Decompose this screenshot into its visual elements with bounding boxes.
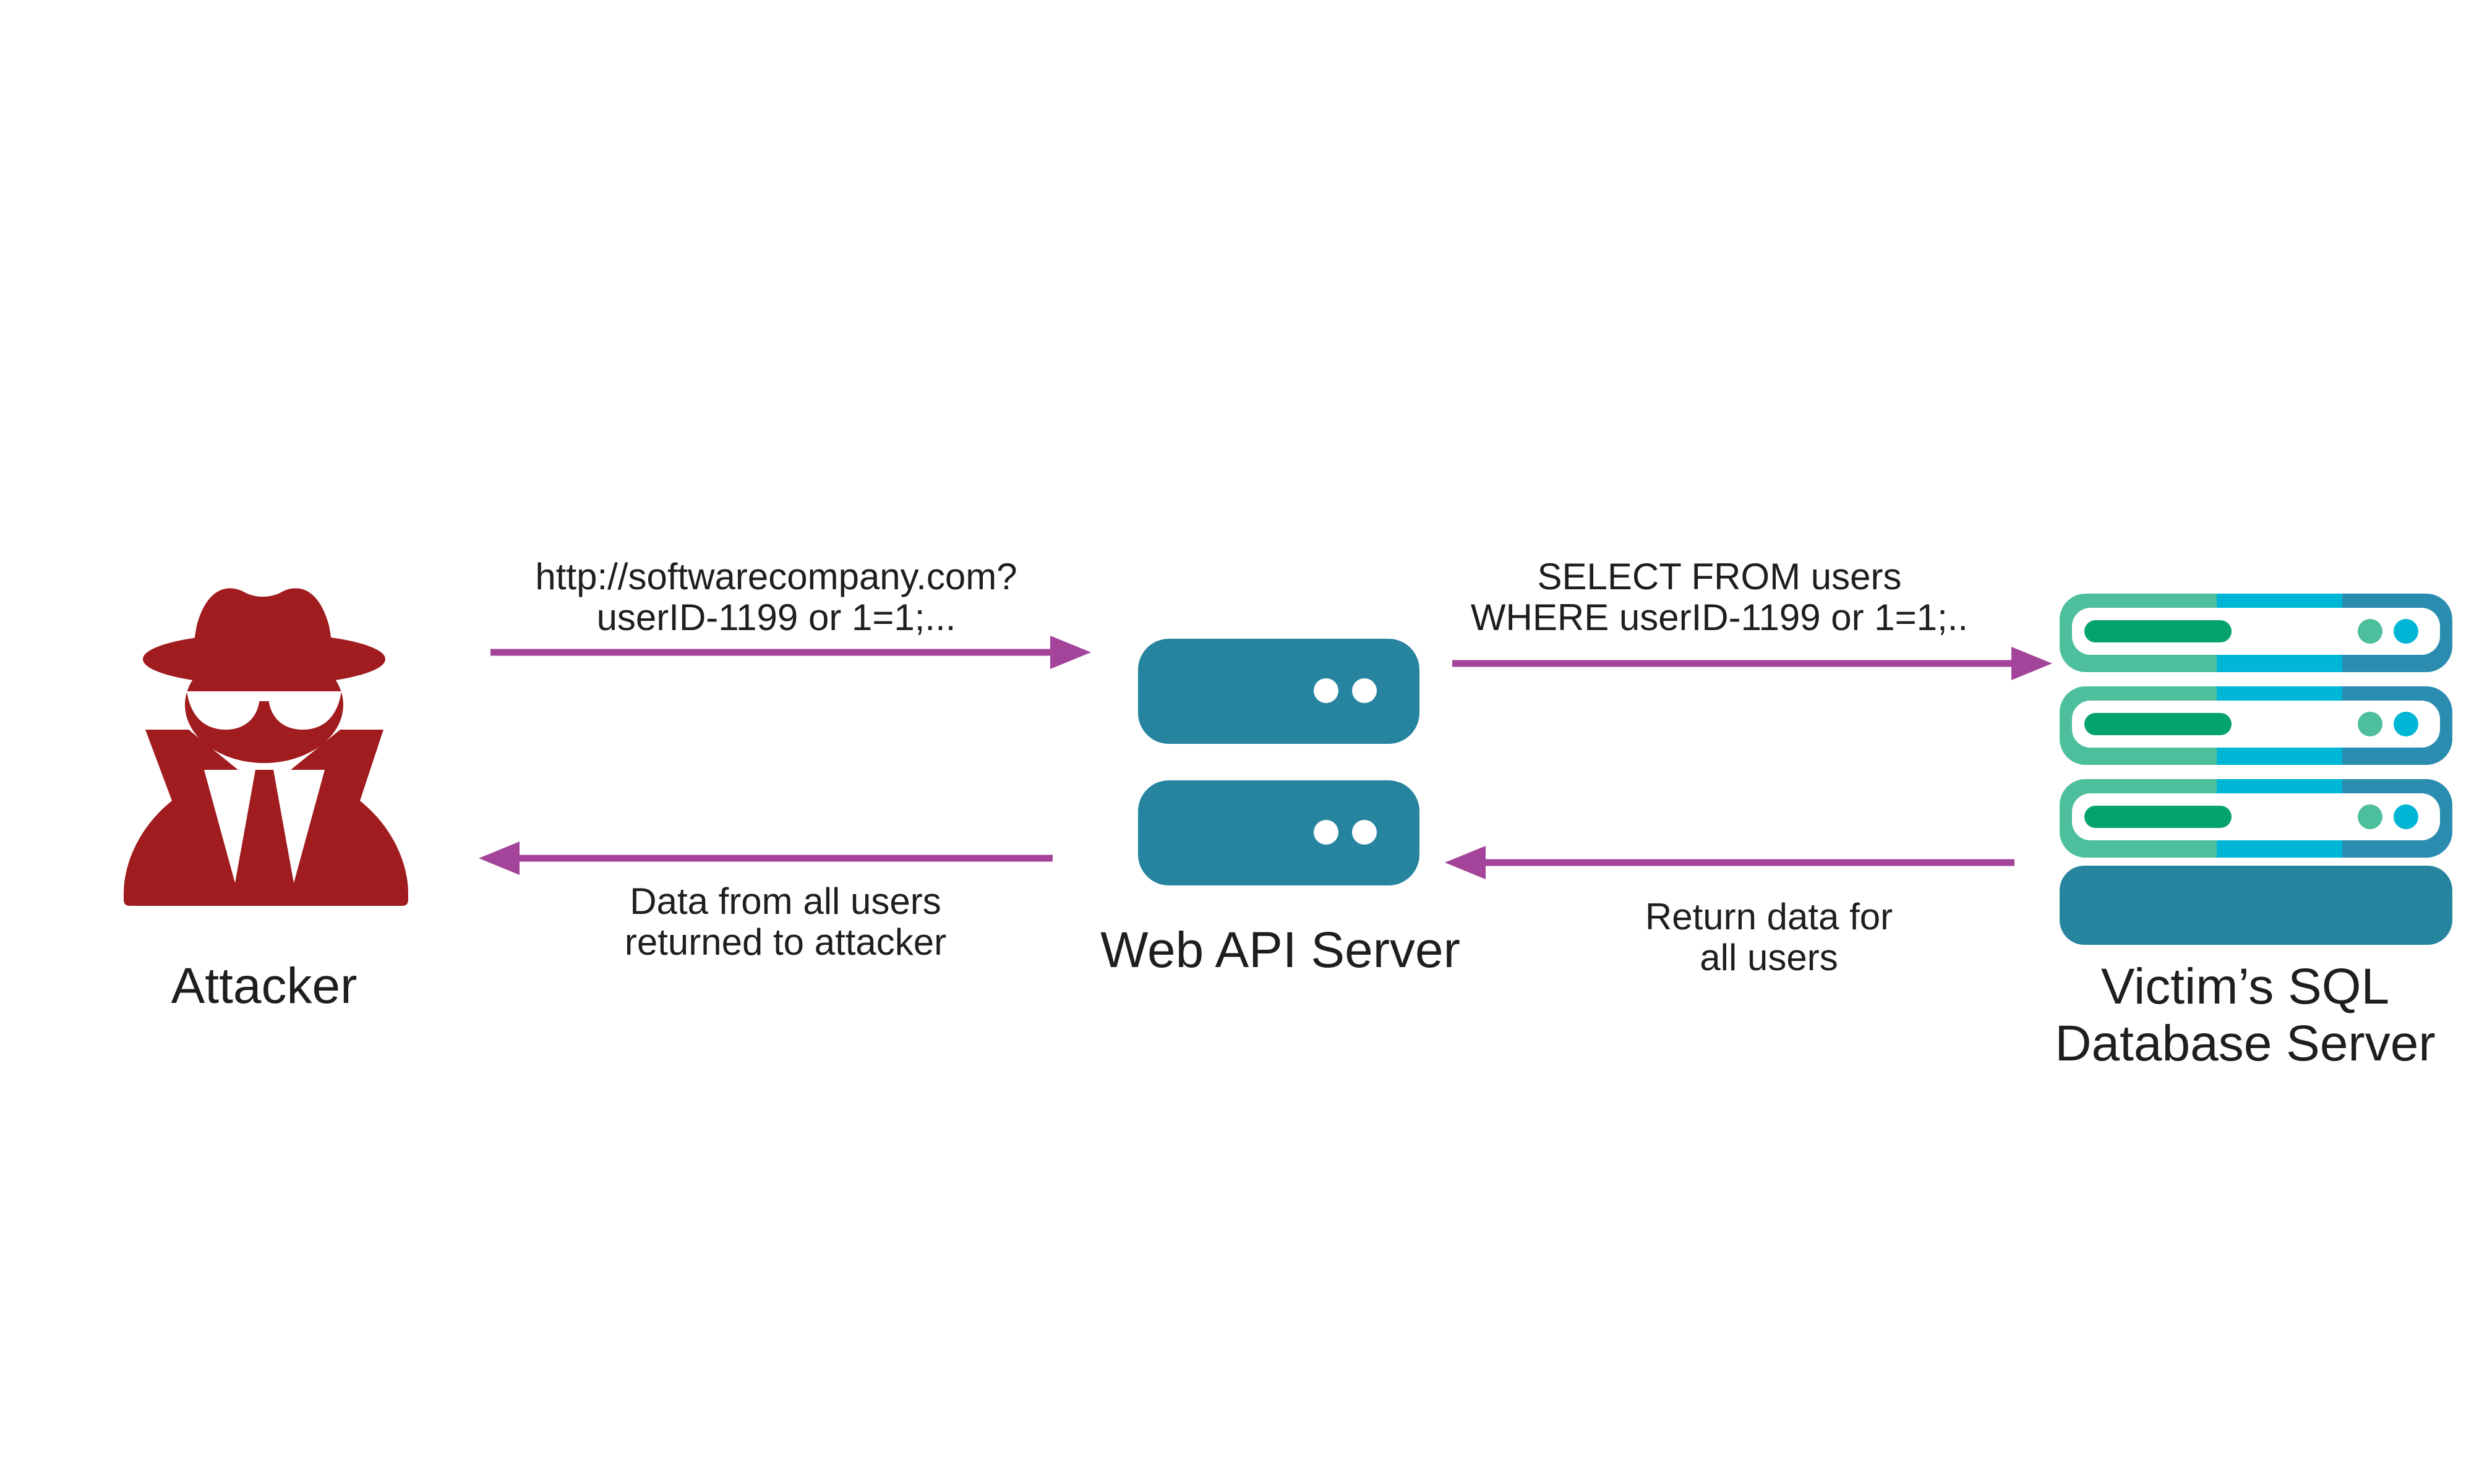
db-unit-1	[2060, 594, 2452, 672]
server-stack-icon	[1138, 639, 1419, 885]
arrow-request	[490, 636, 1091, 669]
attacker-label: Attacker	[171, 958, 357, 1014]
arrow-query	[1452, 647, 2052, 680]
arrow-attacker-response	[479, 842, 1053, 875]
query-label: SELECT FROM users WHERE userID-1199 or 1…	[1470, 556, 1969, 638]
database-server-label: Victim’s SQL Database Server	[2055, 958, 2436, 1072]
sunglasses-icon	[187, 691, 341, 730]
database-server-rack-icon	[2060, 594, 2452, 945]
db-response-label: Return data for all users	[1645, 896, 1893, 978]
web-api-server-label: Web API Server	[1100, 922, 1460, 978]
attacker-response-label: Data from all users returned to attacker	[624, 881, 947, 963]
db-base-unit	[2060, 866, 2452, 945]
server-unit-top	[1138, 639, 1419, 744]
server-unit-bottom	[1138, 780, 1419, 885]
arrow-db-response	[1445, 846, 2014, 879]
db-unit-3	[2060, 779, 2452, 858]
shirt-tie-icon	[204, 770, 325, 893]
db-unit-2	[2060, 686, 2452, 765]
request-label: http://softwarecompany.com? userID-1199 …	[535, 556, 1017, 638]
